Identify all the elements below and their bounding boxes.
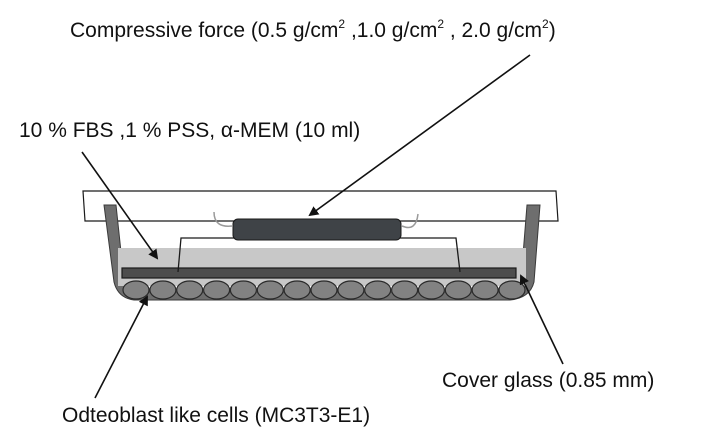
medium-label: 10 % FBS ,1 % PSS, α-MEM (10 ml) <box>19 119 361 142</box>
cell <box>471 280 499 300</box>
compression-weight <box>232 218 402 241</box>
cell <box>229 280 257 300</box>
cell <box>391 280 419 300</box>
force-exp-3: 2 <box>542 17 549 31</box>
cells-arrow <box>94 295 148 399</box>
cell <box>310 280 338 300</box>
force-text-4: ) <box>548 19 556 42</box>
force-exp-1: 2 <box>338 17 346 31</box>
compressive-force-label: Compressive force (0.5 g/cm2 ,1.0 g/cm2 … <box>70 17 556 42</box>
weight-handle-left <box>213 211 233 227</box>
cell <box>283 280 311 300</box>
medium-arrow <box>81 151 159 260</box>
cover-glass <box>121 267 517 279</box>
cell <box>203 280 231 300</box>
cell-layer <box>122 280 526 300</box>
force-text-3: , 2.0 g/cm <box>444 19 543 42</box>
weight-handle-right <box>401 213 419 229</box>
cell <box>498 280 526 300</box>
cell <box>364 280 392 300</box>
cell <box>417 280 445 300</box>
cell <box>176 280 204 300</box>
cell <box>337 280 365 300</box>
force-arrow <box>308 54 531 217</box>
cover-glass-arrow <box>519 274 564 365</box>
cell <box>149 280 177 300</box>
cell <box>256 280 284 300</box>
cell <box>444 280 472 300</box>
cell <box>122 280 150 300</box>
cells-label: Odteoblast like cells (MC3T3-E1) <box>62 404 371 427</box>
dish-lid <box>82 190 559 222</box>
cover-glass-label: Cover glass (0.85 mm) <box>442 369 655 392</box>
force-text-1: Compressive force (0.5 g/cm <box>70 19 339 42</box>
force-exp-2: 2 <box>437 17 444 31</box>
force-text-2: ,1.0 g/cm <box>345 19 438 42</box>
